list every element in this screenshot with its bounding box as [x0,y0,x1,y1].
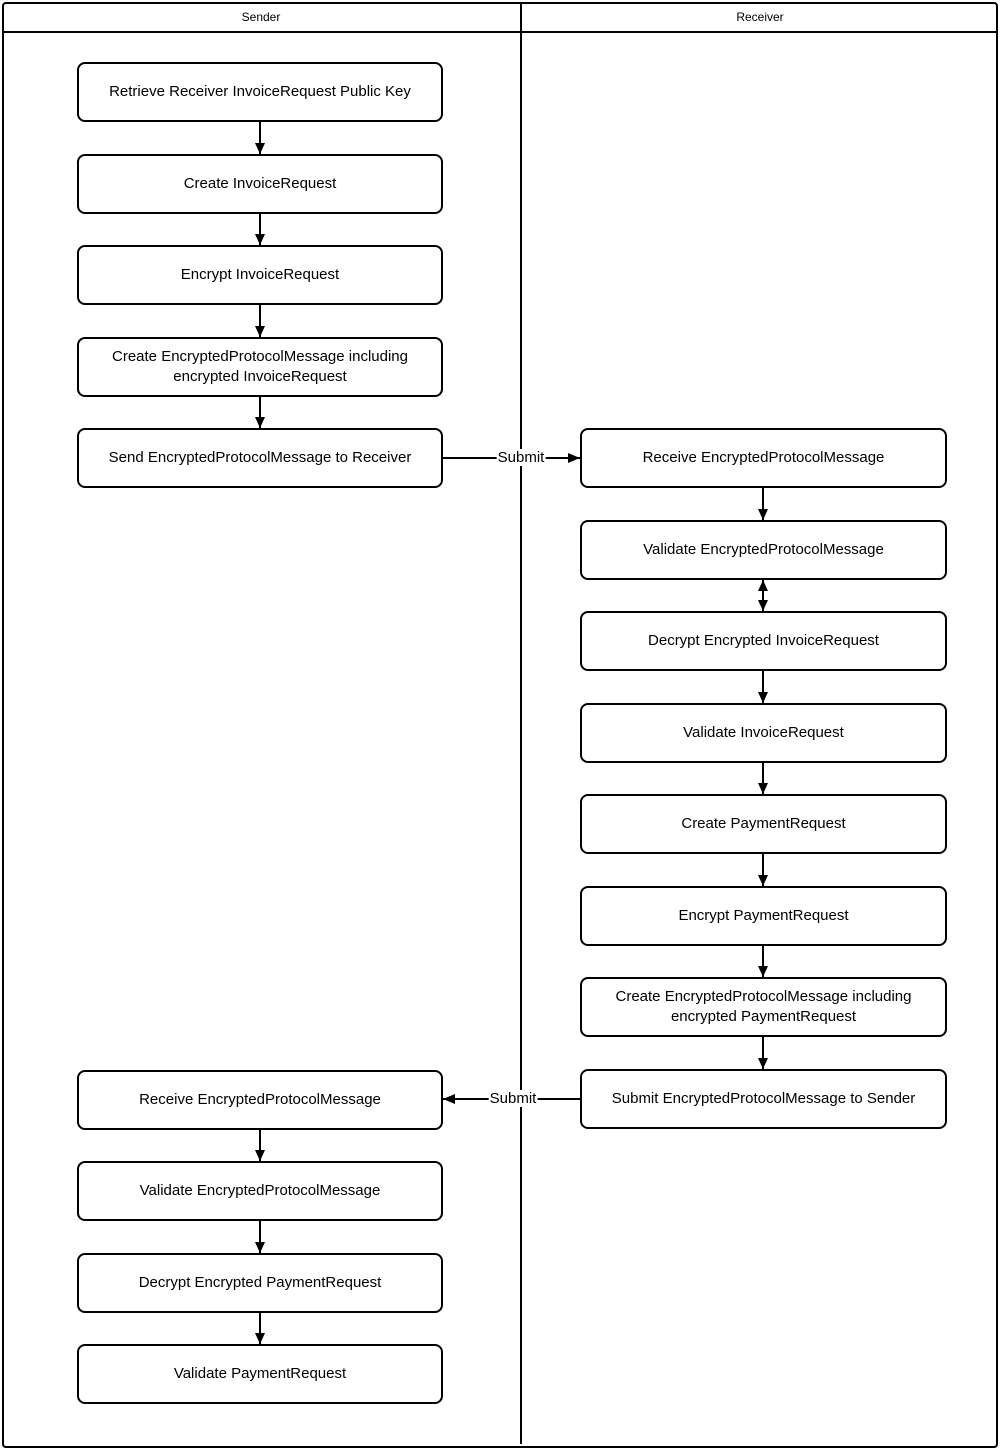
node-decrypt-paymentrequest: Decrypt Encrypted PaymentRequest [77,1253,443,1313]
arrow-r5-r6 [757,854,769,886]
arrow-r1-r2 [757,488,769,520]
arrow-r7-r8 [757,1037,769,1069]
node-create-invoicerequest: Create InvoiceRequest [77,154,443,214]
arrowhead-down-icon [758,966,768,977]
arrow-s7-s8 [254,1221,266,1253]
arrowhead-down-icon [255,1242,265,1253]
node-decrypt-invoicerequest: Decrypt Encrypted InvoiceRequest [580,611,947,671]
node-receiver-validate-epm: Validate EncryptedProtocolMessage [580,520,947,580]
node-submit-epm-to-sender: Submit EncryptedProtocolMessage to Sende… [580,1069,947,1129]
lane-header-row: Sender Receiver [2,2,998,33]
arrowhead-down-icon [255,143,265,154]
node-encrypt-invoicerequest: Encrypt InvoiceRequest [77,245,443,305]
arrowhead-down-icon [758,875,768,886]
arrowhead-down-icon [255,234,265,245]
arrow-submit-to-sender: Submit [443,1087,580,1111]
arrow-s1-s2 [254,122,266,154]
lane-title-receiver: Receiver [736,9,784,24]
arrowhead-down-icon [255,326,265,337]
arrow-s2-s3 [254,214,266,245]
node-send-epm-to-receiver: Send EncryptedProtocolMessage to Receive… [77,428,443,488]
node-receiver-receive-epm: Receive EncryptedProtocolMessage [580,428,947,488]
edge-label-submit: Submit [488,1090,538,1107]
arrow-r3-r4 [757,671,769,703]
arrow-s4-s5 [254,397,266,428]
arrowhead-down-icon [255,1150,265,1161]
node-validate-paymentrequest: Validate PaymentRequest [77,1344,443,1404]
arrowhead-down-icon [255,417,265,428]
arrow-r4-r5 [757,763,769,794]
arrow-s8-s9 [254,1313,266,1344]
arrowhead-down-icon [758,783,768,794]
node-validate-invoicerequest: Validate InvoiceRequest [580,703,947,763]
edge-label-submit: Submit [496,449,546,466]
arrowhead-down-icon [255,1333,265,1344]
arrowhead-down-icon [758,600,768,611]
arrowhead-down-icon [758,692,768,703]
arrowhead-left-icon [443,1094,455,1104]
arrowhead-down-icon [758,509,768,520]
lane-divider [520,2,522,1444]
node-retrieve-public-key: Retrieve Receiver InvoiceRequest Public … [77,62,443,122]
node-create-epm-invoicerequest: Create EncryptedProtocolMessage includin… [77,337,443,397]
arrow-r2-r3-bidirectional [757,580,769,611]
node-create-epm-paymentrequest: Create EncryptedProtocolMessage includin… [580,977,947,1037]
arrow-s3-s4 [254,305,266,337]
arrowhead-down-icon [758,1058,768,1069]
node-create-paymentrequest: Create PaymentRequest [580,794,947,854]
arrow-submit-to-receiver: Submit [443,446,580,470]
lane-title-sender: Sender [241,9,281,24]
node-encrypt-paymentrequest: Encrypt PaymentRequest [580,886,947,946]
arrowhead-up-icon [758,580,768,591]
node-sender-receive-epm: Receive EncryptedProtocolMessage [77,1070,443,1130]
arrow-r6-r7 [757,946,769,977]
node-sender-validate-epm: Validate EncryptedProtocolMessage [77,1161,443,1221]
arrowhead-right-icon [568,453,580,463]
arrow-s6-s7 [254,1130,266,1161]
